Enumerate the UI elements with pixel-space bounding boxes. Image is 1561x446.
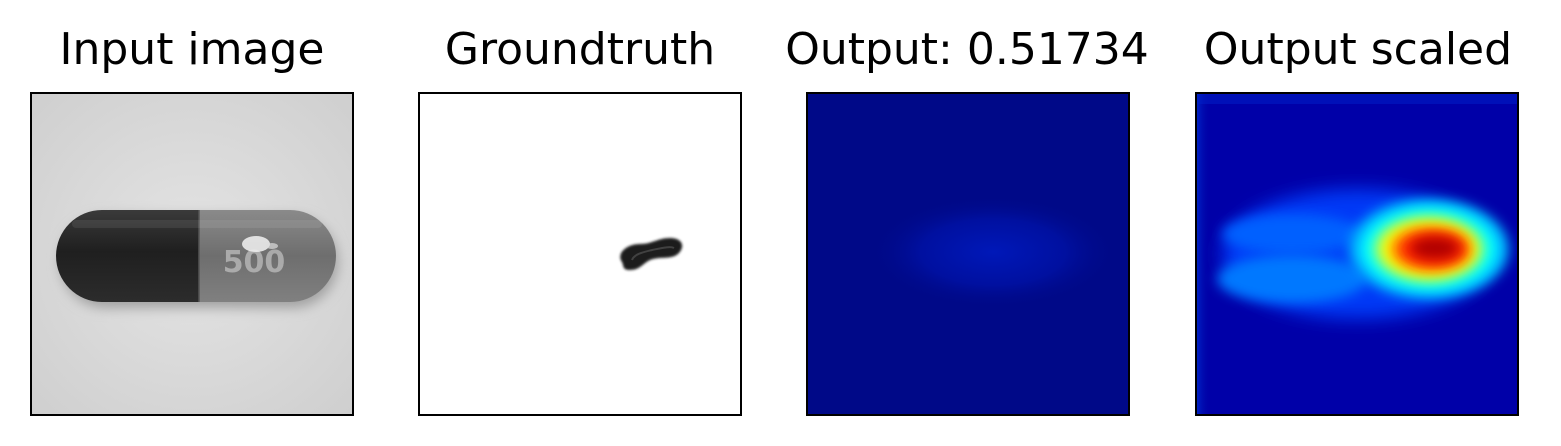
output-scaled-title: Output scaled xyxy=(1203,24,1513,75)
output-scaled-heatmap xyxy=(1197,94,1517,414)
groundtruth-title: Groundtruth xyxy=(444,24,716,75)
output-panel xyxy=(806,92,1130,416)
groundtruth-mask xyxy=(420,94,740,414)
output-scaled-panel xyxy=(1195,92,1519,416)
input-image-title: Input image xyxy=(59,24,325,75)
output-title: Output: 0.51734 xyxy=(785,24,1149,75)
output-heatmap xyxy=(808,94,1128,414)
capsule-image: 500 xyxy=(32,94,352,414)
input-image-panel: 500 xyxy=(30,92,354,416)
groundtruth-panel xyxy=(418,92,742,416)
defect-region xyxy=(620,238,683,270)
